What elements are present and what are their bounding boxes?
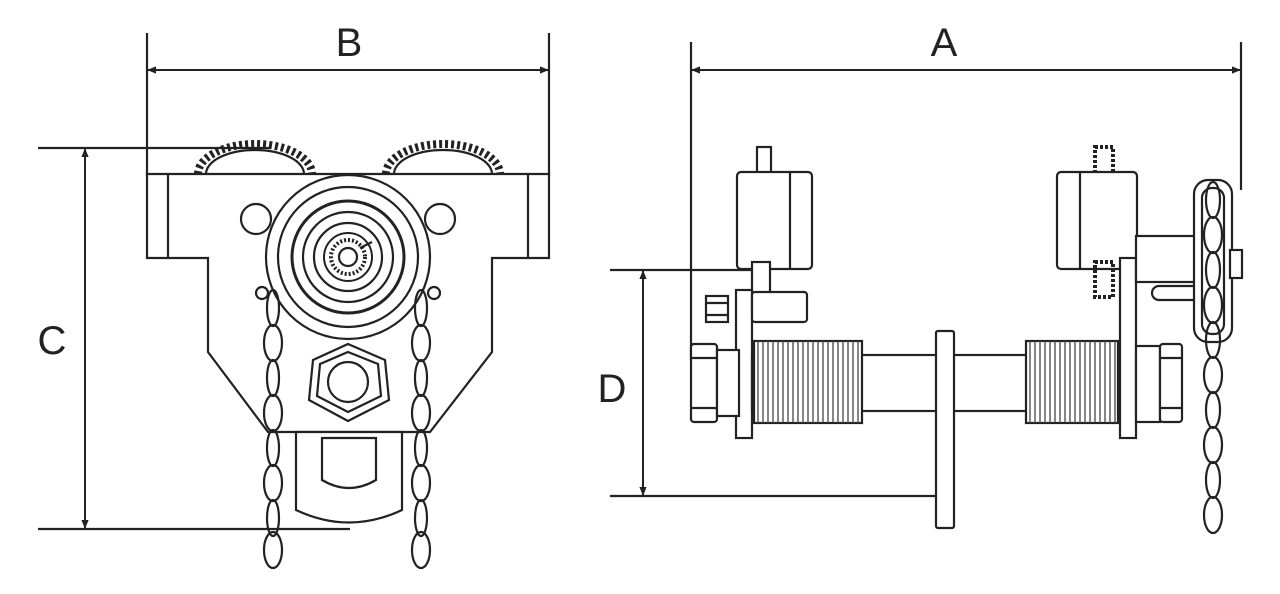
trolley-front-view: B C bbox=[38, 21, 551, 570]
dimension-label-b: B bbox=[336, 21, 363, 65]
threaded-spindle-right bbox=[1024, 339, 1120, 425]
hex-nut-icon bbox=[307, 342, 391, 423]
gear-icon bbox=[194, 140, 504, 175]
dimension-label-d: D bbox=[598, 367, 627, 411]
dimension-b: B bbox=[145, 21, 551, 176]
chain-icon bbox=[410, 288, 432, 570]
trolley-side-view: A D bbox=[598, 21, 1244, 535]
dimension-label-c: C bbox=[38, 319, 67, 363]
dimension-a: A bbox=[689, 21, 1243, 360]
load-plate bbox=[934, 329, 956, 530]
dimension-d: D bbox=[598, 268, 942, 498]
dimension-label-a: A bbox=[931, 21, 958, 65]
hand-wheel bbox=[264, 173, 432, 341]
hex-nut-icon bbox=[689, 342, 741, 424]
chain-icon bbox=[262, 288, 284, 570]
dimension-c: C bbox=[38, 146, 350, 531]
chain-icon bbox=[1202, 180, 1224, 535]
